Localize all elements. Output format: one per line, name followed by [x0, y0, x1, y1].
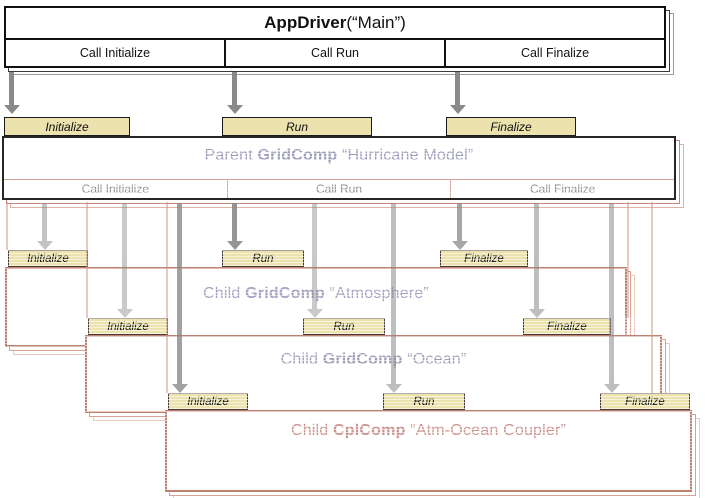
coupler-tab-finalize: Finalize	[600, 393, 690, 410]
arrow-shaft	[122, 203, 127, 310]
arrow-appdriver-to-initialize	[4, 72, 20, 114]
parent-calls-row: Call Initialize Call Run Call Finalize	[4, 179, 674, 198]
title-rest: “Atmosphere”	[324, 285, 429, 302]
ocean-tab-finalize: Finalize	[523, 318, 611, 335]
title-rest: “Atm-Ocean Coupler”	[405, 422, 567, 439]
appdriver-call-run: Call Run	[226, 40, 446, 66]
tab-label: Run	[333, 320, 355, 333]
arrow-head	[452, 241, 468, 250]
connector-line	[6, 202, 8, 250]
arrow-head	[117, 309, 133, 318]
tab-label: Finalize	[625, 395, 665, 408]
arrow-shaft	[534, 203, 539, 310]
arrow-shaft	[177, 203, 182, 385]
tab-label: Initialize	[27, 252, 69, 265]
arrow-appdriver-to-run	[227, 72, 243, 114]
arrow-shaft	[455, 72, 460, 106]
connector-line	[166, 202, 168, 393]
arrow-parent-to-ocean-finalize	[529, 203, 545, 318]
arrow-shaft	[42, 203, 47, 242]
parent-call-run: Call Run	[228, 180, 452, 198]
tab-label: Run	[413, 395, 435, 408]
arrow-head	[386, 384, 402, 393]
arrow-parent-to-coupler-run	[386, 203, 402, 393]
arrow-shaft	[232, 72, 237, 106]
arrow-shaft	[609, 203, 614, 385]
parent-tab-finalize: Finalize	[446, 117, 576, 136]
parent-gridcomp-body: Parent GridComp “Hurricane Model” Call I…	[2, 136, 676, 200]
ocean-tab-initialize: Initialize	[88, 318, 168, 335]
title-prefix: Parent	[204, 147, 258, 164]
tab-label: Finalize	[490, 119, 532, 134]
atmosphere-tab-run: Run	[222, 250, 304, 267]
arrow-shaft	[9, 72, 14, 106]
connector-line	[651, 202, 653, 393]
appdriver-title-rest: (“Main”)	[346, 13, 406, 32]
tab-label: Finalize	[547, 320, 587, 333]
title-prefix: Child	[280, 351, 323, 368]
tab-label: Finalize	[464, 252, 504, 265]
coupler-title: Child CplComp “Atm-Ocean Coupler”	[167, 422, 690, 440]
arrow-parent-to-atmosphere-run	[227, 203, 243, 250]
arrow-head	[4, 105, 20, 114]
coupler-tab-initialize: Initialize	[168, 393, 248, 410]
tab-label: Run	[252, 252, 274, 265]
ocean-tab-run: Run	[303, 318, 385, 335]
coupler-tab-run: Run	[383, 393, 465, 410]
title-prefix: Child	[203, 285, 246, 302]
appdriver-title: AppDriver (“Main”)	[6, 8, 664, 40]
tab-label: Run	[285, 119, 308, 134]
arrow-head	[604, 384, 620, 393]
parent-tab-initialize: Initialize	[4, 117, 130, 136]
arrow-parent-to-ocean-run	[307, 203, 323, 318]
title-prefix: Child	[290, 422, 334, 439]
title-bold: GridComp	[257, 147, 338, 164]
title-bold: CplComp	[333, 422, 406, 439]
child-cplcomp-coupler: Initialize Run Finalize Child CplComp “A…	[165, 393, 692, 493]
arrow-parent-to-atmosphere-initialize	[37, 203, 53, 250]
arrow-head	[37, 241, 53, 250]
arrow-head	[172, 384, 188, 393]
atmosphere-tab-finalize: Finalize	[440, 250, 528, 267]
appdriver-calls-row: Call Initialize Call Run Call Finalize	[6, 40, 664, 66]
connector-line	[86, 202, 88, 318]
arrow-parent-to-ocean-initialize	[117, 203, 133, 318]
arrow-parent-to-atmosphere-finalize	[452, 203, 468, 250]
atmosphere-tab-initialize: Initialize	[8, 250, 88, 267]
tab-label: Initialize	[45, 119, 89, 134]
coupler-body: Child CplComp “Atm-Ocean Coupler”	[165, 410, 692, 492]
arrow-shaft	[312, 203, 317, 310]
appdriver-box: AppDriver (“Main”) Call Initialize Call …	[4, 6, 666, 68]
title-rest: “Hurricane Model”	[337, 147, 474, 164]
parent-gridcomp-title: Parent GridComp “Hurricane Model”	[4, 147, 674, 165]
arrow-shaft	[232, 203, 237, 242]
tab-label: Initialize	[107, 320, 149, 333]
arrow-parent-to-coupler-finalize	[604, 203, 620, 393]
parent-gridcomp: Initialize Run Finalize Parent GridComp …	[2, 117, 676, 201]
title-rest: “Ocean”	[402, 351, 467, 368]
parent-tab-run: Run	[222, 117, 372, 136]
appdriver-call-finalize: Call Finalize	[446, 40, 664, 66]
arrow-head	[227, 105, 243, 114]
arrow-appdriver-to-finalize	[450, 72, 466, 114]
appdriver-call-initialize: Call Initialize	[6, 40, 226, 66]
appdriver-title-bold: AppDriver	[264, 13, 347, 32]
arrow-shaft	[391, 203, 396, 385]
arrow-head	[307, 309, 323, 318]
arrow-head	[450, 105, 466, 114]
connector-line	[627, 202, 629, 318]
parent-call-initialize: Call Initialize	[4, 180, 228, 198]
tab-label: Initialize	[187, 395, 229, 408]
arrow-shaft	[457, 203, 462, 242]
arrow-head	[529, 309, 545, 318]
arrow-head	[227, 241, 243, 250]
parent-call-finalize: Call Finalize	[530, 182, 596, 196]
arrow-parent-to-coupler-initialize	[172, 203, 188, 393]
